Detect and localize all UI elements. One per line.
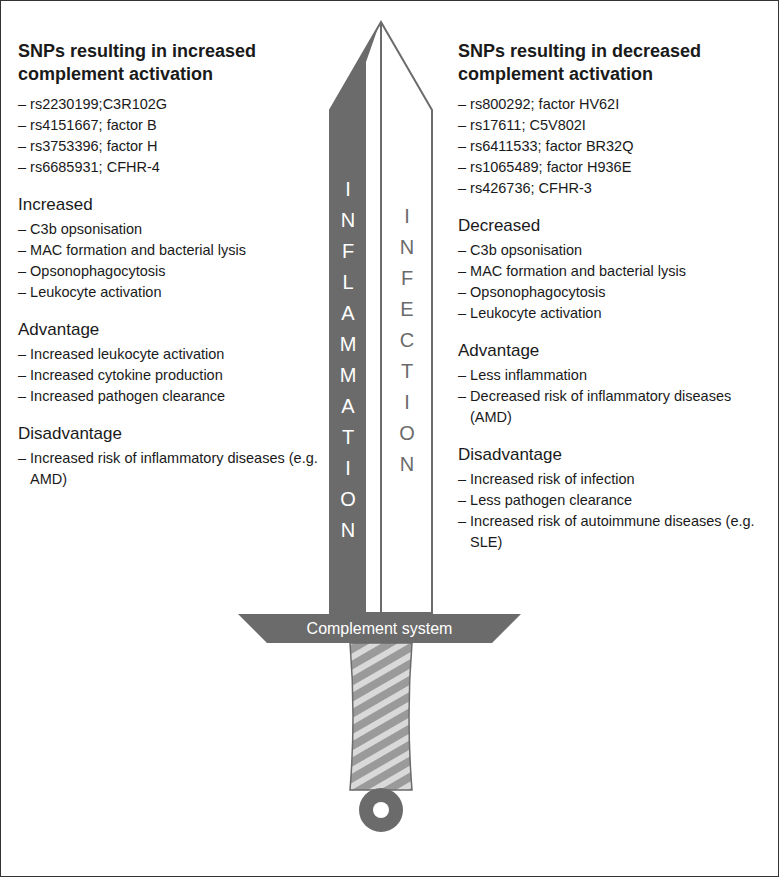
band-label: Complement system [307,619,453,639]
column-heading: SNPs resulting in increased complement a… [18,40,328,86]
list-item: – Opsonophagocytosis [18,261,328,282]
section-heading: Disadvantage [18,423,328,445]
blade-dark-half [330,25,379,613]
right-text-column: SNPs resulting in decreased complement a… [458,40,763,553]
list-item: – Opsonophagocytosis [458,282,763,303]
list-item: – rs1065489; factor H936E [458,157,763,178]
blade-left-band: INFLAMMATION [330,110,366,610]
list-item: – C3b opsonisation [18,219,328,240]
list-item: – Increased risk of autoimmune diseases … [458,511,763,553]
list-item: – Increased pathogen clearance [18,386,328,407]
list-item: – rs6685931; CFHR-4 [18,157,328,178]
crossguard [238,614,521,643]
list-item: – Increased risk of infection [458,469,763,490]
section-heading: Advantage [458,340,763,362]
list-item: – C3b opsonisation [458,240,763,261]
list-item: – rs3753396; factor H [18,136,328,157]
list-item: – Less inflammation [458,365,763,386]
list-item: – Leukocyte activation [458,303,763,324]
pommel-hole [373,802,389,818]
list-item: – MAC formation and bacterial lysis [18,240,328,261]
vertical-word: INFECTION [399,201,415,480]
list-item: – Decreased risk of inflammatory disease… [458,386,763,428]
left-text-column: SNPs resulting in increased complement a… [18,40,328,490]
section-heading: Disadvantage [458,444,763,466]
blade-outline [330,22,432,613]
list-item: – Increased leukocyte activation [18,344,328,365]
section-heading: Increased [18,194,328,216]
column-heading: SNPs resulting in decreased complement a… [458,40,763,86]
list-item: – rs2230199;C3R102G [18,94,328,115]
list-item: – rs4151667; factor B [18,115,328,136]
list-item: – Leukocyte activation [18,282,328,303]
list-item: – rs426736; CFHR-3 [458,178,763,199]
list-item: – Less pathogen clearance [458,490,763,511]
blade-right-band: INFECTION [384,140,430,540]
blade-ridge [380,24,382,613]
vertical-word: INFLAMMATION [340,174,357,546]
list-item: – rs17611; C5V802I [458,115,763,136]
section-heading: Decreased [458,215,763,237]
handle-grip [350,643,412,790]
list-item: – rs6411533; factor BR32Q [458,136,763,157]
section-heading: Advantage [18,319,328,341]
crossguard-band: Complement system [238,614,521,643]
list-item: – Increased risk of inflammatory disease… [18,448,328,490]
list-item: – MAC formation and bacterial lysis [458,261,763,282]
list-item: – Increased cytokine production [18,365,328,386]
list-item: – rs800292; factor HV62I [458,94,763,115]
pommel [359,788,403,832]
